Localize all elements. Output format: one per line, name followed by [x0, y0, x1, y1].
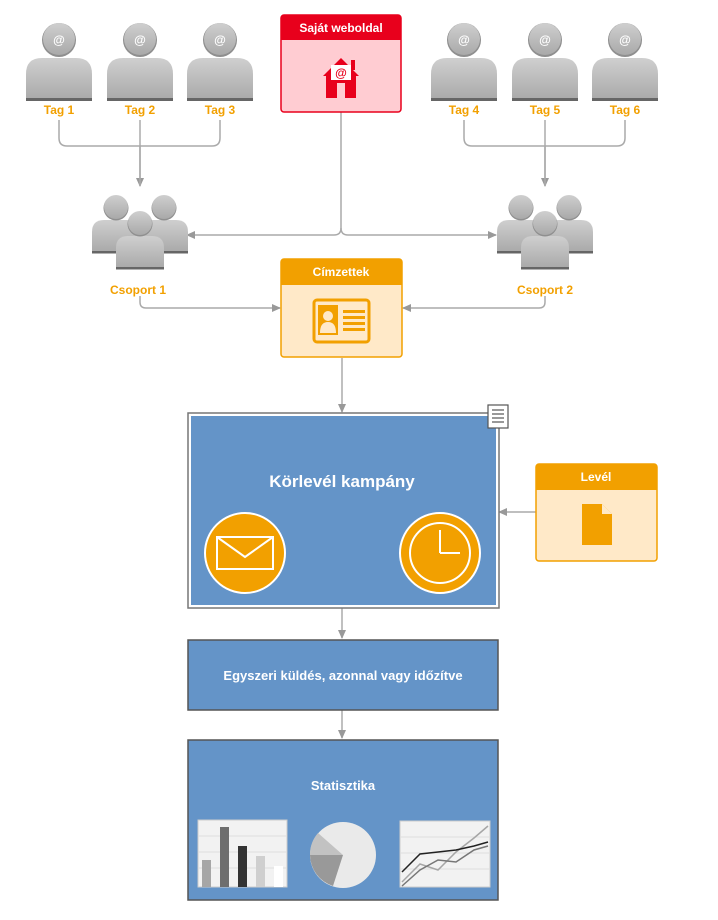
- at-icon: @: [539, 33, 551, 47]
- statistics-node[interactable]: Statisztika: [187, 739, 499, 901]
- recipients-header: [281, 259, 402, 285]
- sending-box: [187, 639, 499, 711]
- group-people-icon: [92, 195, 188, 270]
- group-csoport-1[interactable]: Csoport 1: [92, 195, 188, 297]
- connector-group1-recipients: [139, 296, 281, 312]
- group-people-icon: [497, 195, 593, 270]
- member-label: Tag 2: [125, 103, 156, 117]
- website-title: Saját weboldal: [299, 21, 382, 35]
- bar-chart-icon: [197, 819, 288, 888]
- campaign-node[interactable]: Körlevél kampány: [187, 404, 509, 609]
- recipients-node[interactable]: Címzettek: [280, 258, 403, 358]
- member-tag-4[interactable]: @ Tag 4: [431, 23, 497, 117]
- letter-node[interactable]: Levél: [535, 463, 658, 562]
- document-icon: [487, 404, 509, 429]
- pie-chart-icon: [309, 822, 376, 888]
- clock-icon: [399, 512, 481, 594]
- letter-title: Levél: [581, 470, 612, 484]
- member-tag-6[interactable]: @ Tag 6: [592, 23, 658, 117]
- connector-website-group2: [340, 227, 497, 239]
- at-icon: @: [458, 33, 470, 47]
- member-label: Tag 5: [530, 103, 561, 117]
- connector-tag1-group1: [58, 120, 144, 187]
- campaign-title: Körlevél kampány: [269, 472, 415, 491]
- connector-website-group1: [186, 112, 342, 239]
- member-label: Tag 3: [205, 103, 236, 117]
- connector-tag3-group1: [140, 120, 221, 147]
- at-icon: @: [134, 33, 146, 47]
- member-tag-5[interactable]: @ Tag 5: [512, 23, 578, 117]
- group-csoport-2[interactable]: Csoport 2: [497, 195, 593, 297]
- at-icon: @: [335, 66, 347, 80]
- member-tag-1[interactable]: @ Tag 1: [26, 23, 92, 117]
- member-tag-2[interactable]: @ Tag 2: [107, 23, 173, 117]
- group-label: Csoport 2: [517, 283, 573, 297]
- house-icon: @: [323, 58, 359, 98]
- envelope-icon: [204, 512, 286, 594]
- file-corner: [602, 504, 612, 514]
- at-icon: @: [214, 33, 226, 47]
- sending-text: Egyszeri küldés, azonnal vagy időzítve: [223, 668, 462, 683]
- own-website-node[interactable]: Saját weboldal @: [280, 14, 402, 113]
- statistics-title: Statisztika: [311, 778, 376, 793]
- website-header: [281, 15, 401, 40]
- recipients-title: Címzettek: [313, 265, 370, 279]
- sending-node[interactable]: Egyszeri küldés, azonnal vagy időzítve: [187, 639, 499, 711]
- group-label: Csoport 1: [110, 283, 166, 297]
- member-label: Tag 6: [610, 103, 641, 117]
- member-label: Tag 1: [44, 103, 75, 117]
- connector-tag4-group2: [463, 120, 549, 187]
- line-chart-icon: [399, 820, 491, 888]
- connector-tag6-group2: [545, 120, 626, 147]
- letter-header: [536, 464, 657, 490]
- member-tag-3[interactable]: @ Tag 3: [187, 23, 253, 117]
- member-label: Tag 4: [449, 103, 480, 117]
- contact-card-icon: [312, 298, 371, 344]
- file-icon: [582, 504, 612, 545]
- connector-group2-recipients: [402, 296, 546, 312]
- at-icon: @: [53, 33, 65, 47]
- connectors: [58, 112, 626, 739]
- at-icon: @: [619, 33, 631, 47]
